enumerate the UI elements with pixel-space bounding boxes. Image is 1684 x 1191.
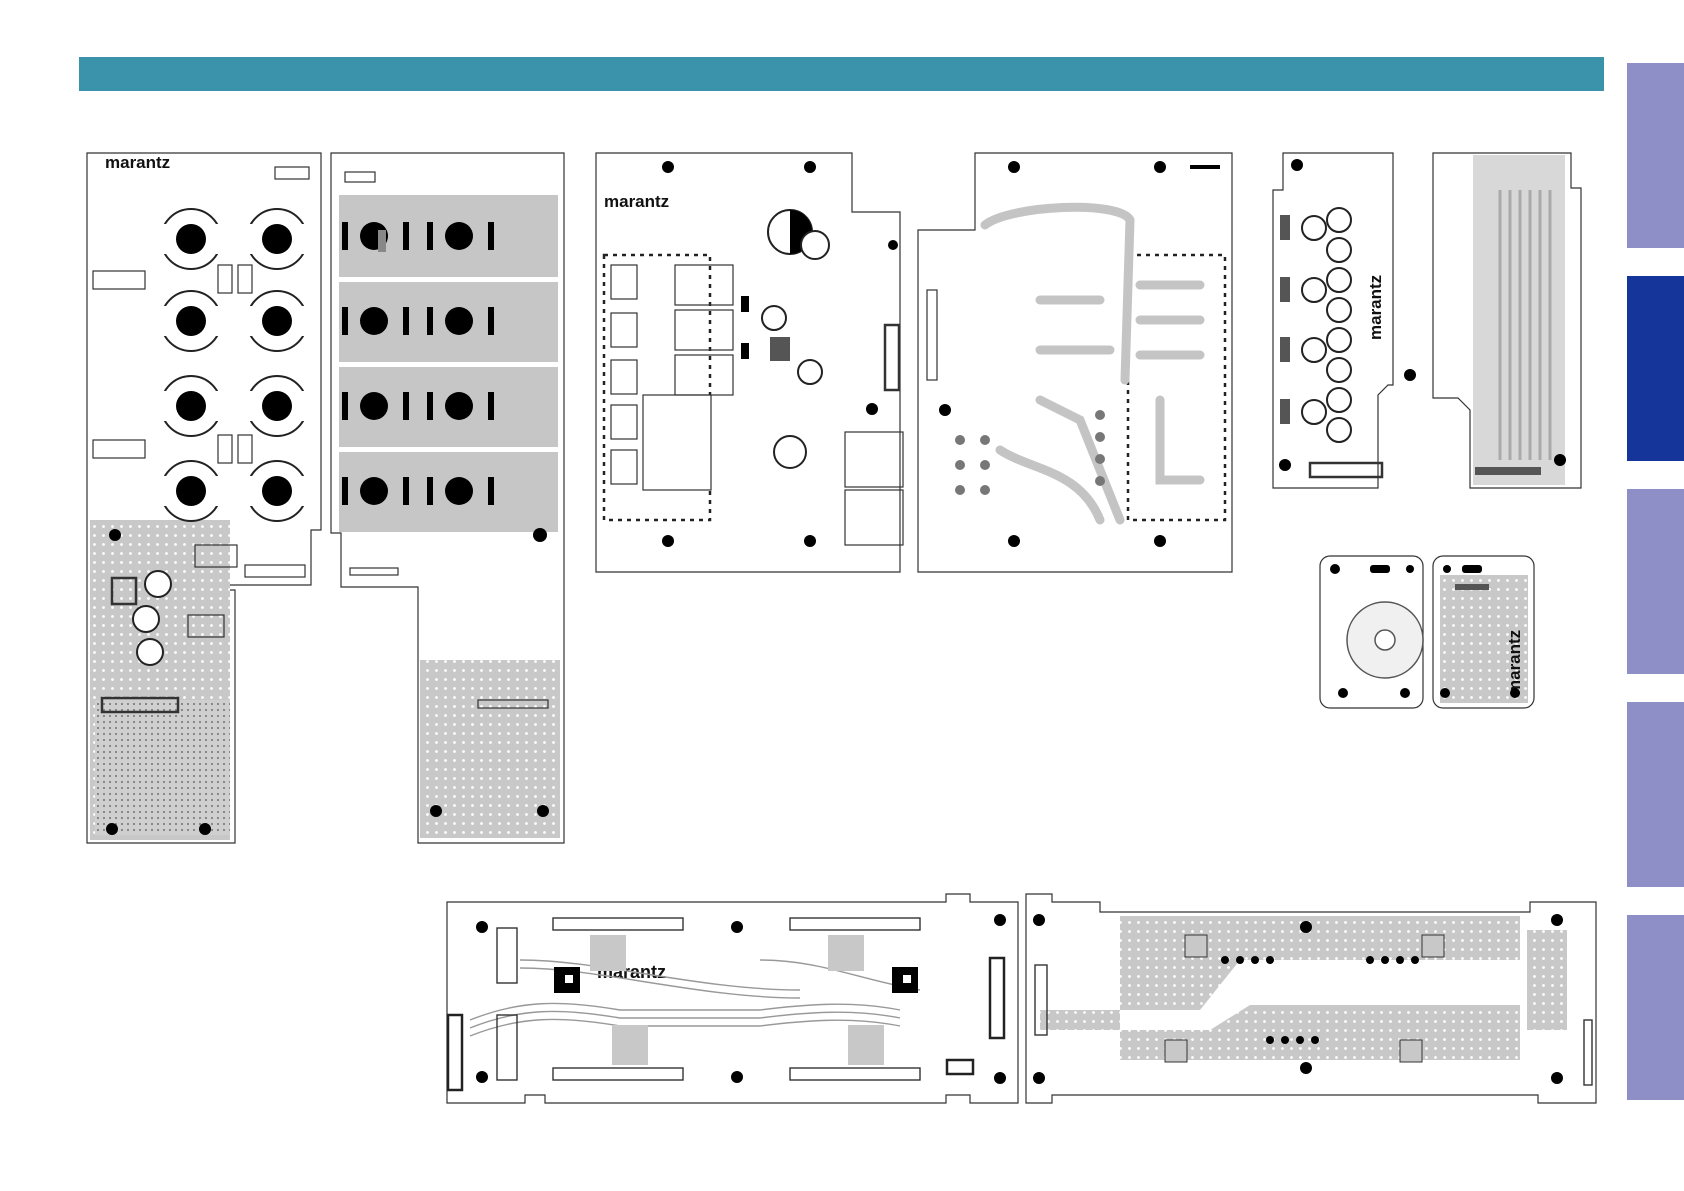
board-a-brand-logo: marantz [105,153,170,172]
board-c-brand-logo: marantz [604,192,669,211]
board-h-brand-logo: marantz [1505,630,1524,695]
board-d [918,153,1232,572]
board-c [596,153,900,572]
board-f [1433,153,1581,488]
board-e-brand-logo: marantz [1366,275,1385,340]
